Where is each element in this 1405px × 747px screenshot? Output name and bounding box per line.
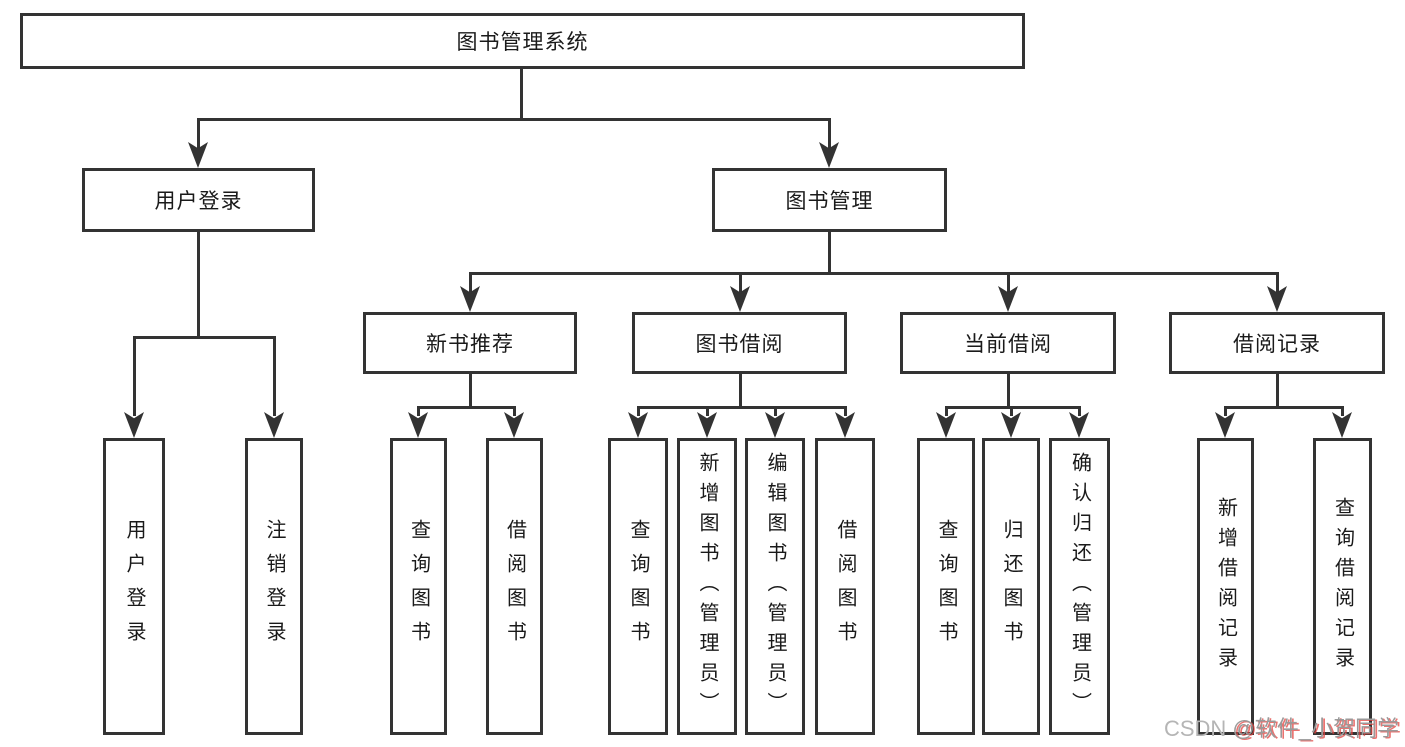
connector-line — [1276, 272, 1279, 294]
connector-line — [1007, 374, 1010, 406]
connector-line — [417, 406, 420, 416]
node-user-login-group: 用户登录 — [82, 168, 315, 232]
connector-line — [469, 272, 1279, 275]
leaf-user-login: 用户登录 — [103, 438, 165, 735]
node-label: 查询图书 — [935, 518, 957, 655]
node-book-management: 图书管理 — [712, 168, 947, 232]
connector-line — [828, 118, 831, 150]
node-label: 当前借阅 — [964, 333, 1052, 356]
node-book-borrow: 图书借阅 — [632, 312, 847, 374]
node-label: 用户登录 — [154, 190, 243, 213]
node-label: 归还图书 — [1000, 518, 1022, 655]
node-root-system: 图书管理系统 — [20, 13, 1025, 69]
connector-line — [828, 232, 831, 272]
node-label: 借阅图书 — [503, 518, 526, 655]
node-label: 注销登录 — [263, 518, 285, 655]
connector-line — [197, 232, 200, 336]
leaf-edit-book-admin: 编辑图书（管理员） — [745, 438, 805, 735]
connector-line — [197, 118, 831, 121]
node-label: 图书管理系统 — [456, 31, 589, 54]
node-label: 编辑图书（管理员） — [764, 451, 786, 722]
connector-line — [739, 272, 742, 294]
leaf-query-book-borrow: 查询图书 — [608, 438, 668, 735]
watermark-username: @软件_小贺同学 — [1232, 716, 1399, 741]
connector-line — [133, 336, 136, 416]
leaf-add-book-admin: 新增图书（管理员） — [677, 438, 737, 735]
connector-line — [273, 336, 276, 416]
connector-line — [637, 406, 640, 416]
connector-line — [469, 374, 472, 406]
connector-line — [1007, 272, 1010, 294]
leaf-add-borrow-record: 新增借阅记录 — [1197, 438, 1254, 735]
connector-line — [417, 406, 516, 409]
connector-line — [1341, 406, 1344, 416]
leaf-logout: 注销登录 — [245, 438, 303, 735]
watermark-prefix: CSDN — [1163, 716, 1233, 741]
connector-line — [1224, 406, 1344, 409]
connector-line — [945, 406, 948, 416]
leaf-borrow-book-recommend: 借阅图书 — [486, 438, 543, 735]
node-borrow-record: 借阅记录 — [1169, 312, 1385, 374]
connector-line — [1276, 374, 1279, 406]
leaf-query-book-recommend: 查询图书 — [390, 438, 447, 735]
node-label: 用户登录 — [123, 518, 145, 655]
csdn-watermark: CSDN @软件_小贺同学 — [1164, 711, 1399, 743]
node-label: 新增图书（管理员） — [696, 451, 718, 722]
connector-line — [739, 374, 742, 406]
leaf-return-book: 归还图书 — [982, 438, 1040, 735]
node-label: 查询图书 — [627, 518, 649, 655]
node-label: 图书管理 — [785, 190, 874, 213]
connector-line — [197, 118, 200, 150]
node-label: 新增借阅记录 — [1214, 496, 1237, 677]
node-new-book-recommend: 新书推荐 — [363, 312, 577, 374]
connector-line — [1224, 406, 1227, 416]
leaf-borrow-book: 借阅图书 — [815, 438, 875, 735]
node-label: 借阅图书 — [834, 518, 856, 655]
node-label: 借阅记录 — [1233, 333, 1321, 356]
node-label: 查询借阅记录 — [1331, 496, 1354, 677]
connector-line — [520, 69, 523, 118]
connector-line — [1078, 406, 1081, 416]
connector-line — [706, 406, 709, 416]
connector-line — [844, 406, 847, 416]
connector-line — [133, 336, 275, 339]
node-label: 确认归还（管理员） — [1068, 451, 1091, 722]
leaf-confirm-return-admin: 确认归还（管理员） — [1049, 438, 1110, 735]
connector-line — [469, 272, 472, 294]
leaf-query-book-current: 查询图书 — [917, 438, 975, 735]
leaf-query-borrow-record: 查询借阅记录 — [1313, 438, 1372, 735]
connector-line — [637, 406, 846, 409]
node-current-borrow: 当前借阅 — [900, 312, 1116, 374]
node-label: 新书推荐 — [426, 333, 514, 356]
connector-line — [774, 406, 777, 416]
node-label: 图书借阅 — [695, 333, 784, 356]
connector-line — [1010, 406, 1013, 416]
node-label: 查询图书 — [407, 518, 430, 655]
connector-line — [513, 406, 516, 416]
